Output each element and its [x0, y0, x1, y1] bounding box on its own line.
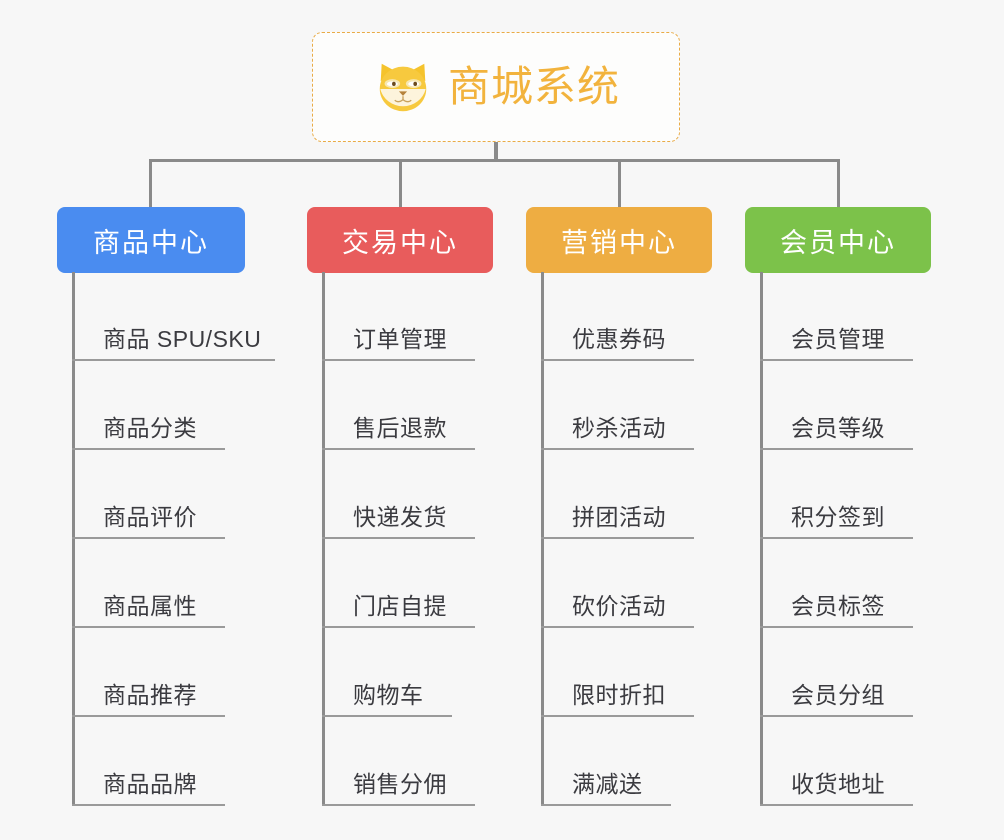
- shiba-dog-head-icon: [379, 63, 427, 112]
- leaf-item[interactable]: 销售分佣: [322, 717, 475, 806]
- leaf-item[interactable]: 订单管理: [322, 272, 475, 361]
- leaf-underline: [541, 359, 694, 361]
- category-box-marketing-center[interactable]: 营销中心: [526, 207, 712, 273]
- leaf-label: 销售分佣: [353, 771, 447, 797]
- leaf-underline: [322, 626, 475, 628]
- leaf-underline: [72, 537, 225, 539]
- leaf-spine: [760, 272, 763, 806]
- leaf-underline: [322, 537, 475, 539]
- leaf-label: 满减送: [572, 771, 643, 797]
- leaf-underline: [760, 448, 913, 450]
- leaf-underline: [322, 804, 475, 806]
- leaf-label: 会员管理: [791, 326, 885, 352]
- leaf-column-product-center: 商品 SPU/SKU 商品分类 商品评价 商品属性 商品推荐 商品品牌: [72, 272, 275, 806]
- leaf-label: 优惠券码: [572, 326, 666, 352]
- leaf-item[interactable]: 优惠券码: [541, 272, 694, 361]
- root-title: 商城系统: [447, 63, 620, 110]
- leaf-underline: [541, 448, 694, 450]
- leaf-spine: [541, 272, 544, 806]
- category-label: 营销中心: [561, 227, 677, 258]
- leaf-label: 售后退款: [353, 415, 447, 441]
- leaf-underline: [322, 715, 452, 717]
- connector-drop-2: [399, 160, 402, 208]
- leaf-column-trade-center: 订单管理 售后退款 快递发货 门店自提 购物车 销售分佣: [322, 272, 475, 806]
- leaf-item[interactable]: 砍价活动: [541, 539, 694, 628]
- leaf-underline: [72, 448, 225, 450]
- leaf-underline: [72, 359, 275, 361]
- leaf-underline: [760, 715, 913, 717]
- leaf-label: 积分签到: [791, 504, 885, 530]
- leaf-item[interactable]: 快递发货: [322, 450, 475, 539]
- connector-drop-1: [149, 160, 152, 208]
- leaf-underline: [541, 626, 694, 628]
- leaf-underline: [72, 626, 225, 628]
- category-label: 交易中心: [342, 227, 458, 258]
- leaf-underline: [541, 804, 671, 806]
- leaf-underline: [72, 804, 225, 806]
- leaf-label: 收货地址: [791, 771, 885, 797]
- leaf-label: 限时折扣: [572, 682, 666, 708]
- leaf-item[interactable]: 积分签到: [760, 450, 913, 539]
- leaf-item[interactable]: 会员管理: [760, 272, 913, 361]
- root-node-mall-system[interactable]: 商城系统: [312, 32, 680, 142]
- connector-root-stem: [494, 142, 498, 161]
- category-label: 商品中心: [93, 227, 209, 258]
- leaf-label: 商品分类: [103, 415, 197, 441]
- leaf-underline: [322, 359, 475, 361]
- leaf-label: 秒杀活动: [572, 415, 666, 441]
- leaf-item[interactable]: 门店自提: [322, 539, 475, 628]
- leaf-underline: [322, 448, 475, 450]
- connector-drop-3: [618, 160, 621, 208]
- leaf-item[interactable]: 商品品牌: [72, 717, 261, 806]
- leaf-item[interactable]: 购物车: [322, 628, 452, 717]
- leaf-item[interactable]: 商品评价: [72, 450, 261, 539]
- leaf-underline: [760, 804, 913, 806]
- leaf-label: 商品推荐: [103, 682, 197, 708]
- leaf-label: 会员分组: [791, 682, 885, 708]
- connector-horizontal-bus: [149, 159, 840, 162]
- leaf-label: 会员等级: [791, 415, 885, 441]
- category-box-product-center[interactable]: 商品中心: [57, 207, 245, 273]
- category-box-member-center[interactable]: 会员中心: [745, 207, 931, 273]
- leaf-item[interactable]: 秒杀活动: [541, 361, 694, 450]
- leaf-item[interactable]: 收货地址: [760, 717, 913, 806]
- leaf-item[interactable]: 售后退款: [322, 361, 475, 450]
- leaf-spine: [322, 272, 325, 806]
- leaf-label: 商品品牌: [103, 771, 197, 797]
- leaf-item[interactable]: 会员分组: [760, 628, 913, 717]
- leaf-label: 商品 SPU/SKU: [103, 326, 262, 352]
- leaf-item[interactable]: 商品 SPU/SKU: [72, 272, 275, 361]
- category-box-trade-center[interactable]: 交易中心: [307, 207, 493, 273]
- leaf-label: 砍价活动: [572, 593, 666, 619]
- leaf-item[interactable]: 拼团活动: [541, 450, 694, 539]
- leaf-column-member-center: 会员管理 会员等级 积分签到 会员标签 会员分组 收货地址: [760, 272, 913, 806]
- connector-drop-4: [837, 160, 840, 208]
- leaf-spine: [72, 272, 75, 806]
- leaf-column-marketing-center: 优惠券码 秒杀活动 拼团活动 砍价活动 限时折扣 满减送: [541, 272, 694, 806]
- leaf-label: 商品属性: [103, 593, 197, 619]
- leaf-underline: [541, 715, 694, 717]
- leaf-item[interactable]: 满减送: [541, 717, 671, 806]
- leaf-label: 购物车: [353, 682, 424, 708]
- leaf-item[interactable]: 商品分类: [72, 361, 261, 450]
- leaf-underline: [760, 626, 913, 628]
- category-label: 会员中心: [780, 227, 896, 258]
- leaf-item[interactable]: 限时折扣: [541, 628, 694, 717]
- leaf-label: 拼团活动: [572, 504, 666, 530]
- leaf-label: 订单管理: [353, 326, 447, 352]
- leaf-item[interactable]: 会员标签: [760, 539, 913, 628]
- leaf-item[interactable]: 会员等级: [760, 361, 913, 450]
- leaf-underline: [760, 537, 913, 539]
- leaf-label: 会员标签: [791, 593, 885, 619]
- leaf-item[interactable]: 商品属性: [72, 539, 261, 628]
- leaf-underline: [760, 359, 913, 361]
- leaf-item[interactable]: 商品推荐: [72, 628, 261, 717]
- leaf-underline: [541, 537, 694, 539]
- leaf-underline: [72, 715, 225, 717]
- leaf-label: 商品评价: [103, 504, 197, 530]
- leaf-label: 门店自提: [353, 593, 447, 619]
- leaf-label: 快递发货: [353, 504, 447, 530]
